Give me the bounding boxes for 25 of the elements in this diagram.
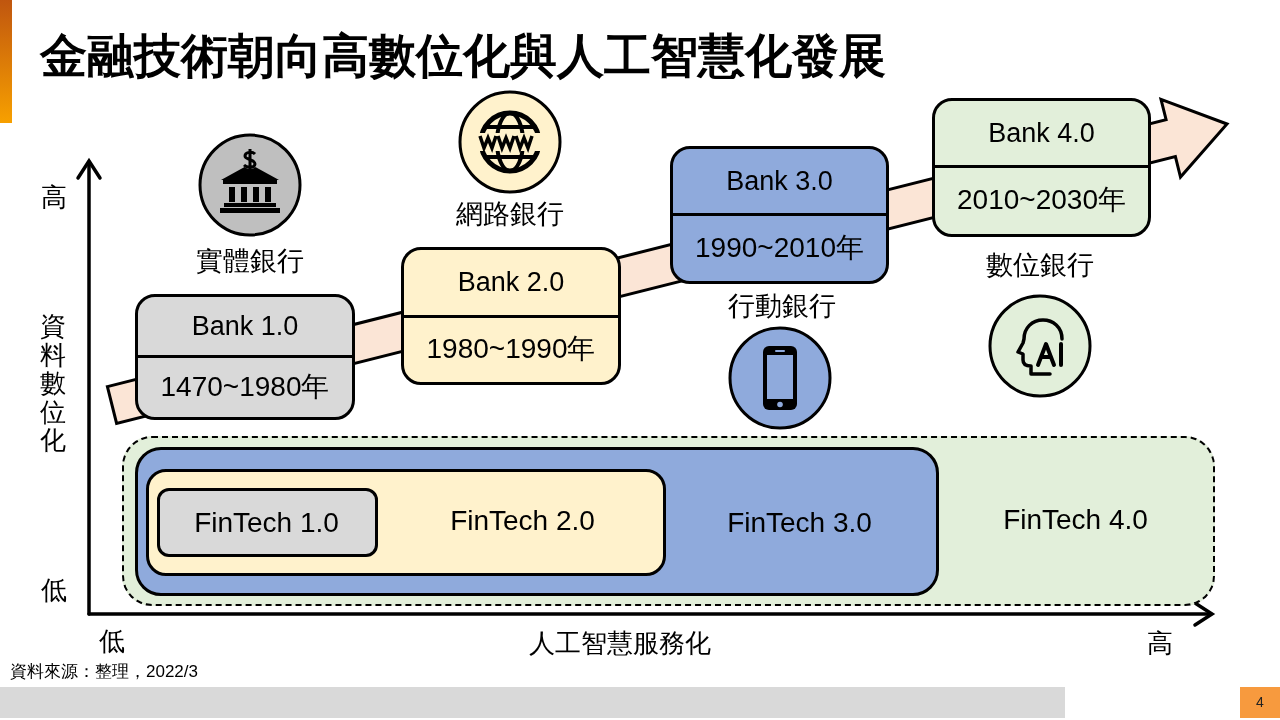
stage-title: Bank 3.0: [726, 166, 833, 197]
year-range: 1990~2010年: [695, 231, 864, 264]
source-note: 資料來源：整理，2022/3: [10, 662, 198, 682]
axis-tick-label: 高: [41, 183, 67, 213]
page-number: 4: [1240, 687, 1280, 718]
icon-caption: 實體銀行: [196, 246, 304, 278]
panel-label: FinTech 4.0: [1003, 503, 1148, 536]
icon-caption: 數位銀行: [986, 250, 1094, 282]
axis-title: 資料數位化: [40, 312, 66, 455]
panel-label: FinTech 2.0: [450, 504, 595, 537]
slide-title: 金融技術朝向高數位化與人工智慧化發展: [40, 30, 886, 82]
icon-caption: 網路銀行: [456, 199, 564, 231]
year-range: 1980~1990年: [426, 332, 596, 366]
panel-label: FinTech 3.0: [727, 506, 872, 539]
stage-title: Bank 1.0: [191, 311, 299, 342]
axis-title: 人工智慧服務化: [529, 629, 711, 659]
stage-title: Bank 2.0: [457, 267, 565, 299]
year-range: 2010~2030年: [957, 183, 1126, 217]
axis-tick-label: 高: [1147, 629, 1173, 659]
year-range: 1470~1980年: [160, 370, 330, 403]
stage-title: Bank 4.0: [988, 118, 1095, 149]
panel-label: FinTech 1.0: [194, 506, 339, 539]
axis-tick-label: 低: [99, 627, 125, 657]
axis-tick-label: 低: [41, 576, 67, 606]
icon-caption: 行動銀行: [728, 291, 836, 323]
